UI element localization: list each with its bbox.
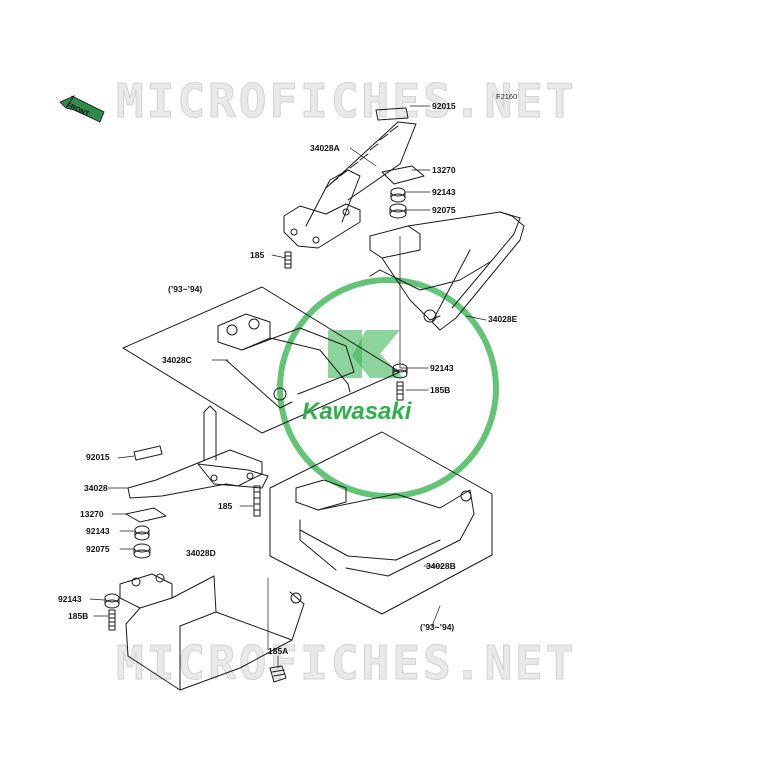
callout-185A: 185A xyxy=(268,646,289,656)
collar-92143-top xyxy=(390,187,406,203)
callout-34028C: 34028C xyxy=(162,355,192,365)
figure-code: F2160 xyxy=(496,92,518,101)
front-arrow-icon xyxy=(59,95,105,123)
callout-185B-bottom: 185B xyxy=(68,611,89,621)
collar-92143-bottom xyxy=(104,593,120,609)
footpeg-bracket-34028A xyxy=(283,107,417,249)
guard-34028C xyxy=(217,313,355,409)
guard-34028E xyxy=(369,211,525,331)
callout-92143-bottom: 92143 xyxy=(58,594,82,604)
leader-lines xyxy=(89,105,487,669)
callout-34028E: 34028E xyxy=(488,314,518,324)
callout-185-top: 185 xyxy=(250,250,265,260)
callout-34028B: 34028B xyxy=(426,561,456,571)
damper-92075-top xyxy=(389,203,407,219)
brand-logo-text: Kawasaki xyxy=(302,398,412,425)
callout-92143-left: 92143 xyxy=(86,526,110,536)
plate-13270-top xyxy=(381,165,425,185)
callout-34028: 34028 xyxy=(84,483,108,493)
bolt-185B-mid xyxy=(396,381,404,401)
footpeg-bracket-34028 xyxy=(127,405,269,499)
bolt-185-top xyxy=(284,251,292,269)
bolt-185A xyxy=(269,665,287,683)
guard-34028B xyxy=(295,479,475,577)
plate-13270-left xyxy=(125,507,167,523)
callout-92143-top: 92143 xyxy=(432,187,456,197)
callout-92143-mid: 92143 xyxy=(430,363,454,373)
callout-92075-top: 92075 xyxy=(432,205,456,215)
damper-92075-left xyxy=(133,543,151,559)
callout-34028A: 34028A xyxy=(310,143,340,153)
callout-13270-left: 13270 xyxy=(80,509,104,519)
bolt-185-mid xyxy=(253,485,261,517)
callout-13270-top: 13270 xyxy=(432,165,456,175)
callout-34028D: 34028D xyxy=(186,548,216,558)
callout-92015-left: 92015 xyxy=(86,452,110,462)
watermark-bottom: MICROFICHES.NET xyxy=(115,636,577,691)
watermark-top: MICROFICHES.NET xyxy=(115,74,577,129)
callout-185-mid: 185 xyxy=(218,501,233,511)
collar-92143-left xyxy=(134,525,150,541)
callout-93-94-upper: (’93~’94) xyxy=(168,284,203,294)
guard-34028D xyxy=(119,573,305,691)
bolt-185B-bottom xyxy=(108,609,116,631)
option-box-lower xyxy=(269,431,493,615)
callout-185B-mid: 185B xyxy=(430,385,451,395)
callout-92075-left: 92075 xyxy=(86,544,110,554)
callout-93-94-lower: (’93~’94) xyxy=(420,622,455,632)
callout-92015-top: 92015 xyxy=(432,101,456,111)
